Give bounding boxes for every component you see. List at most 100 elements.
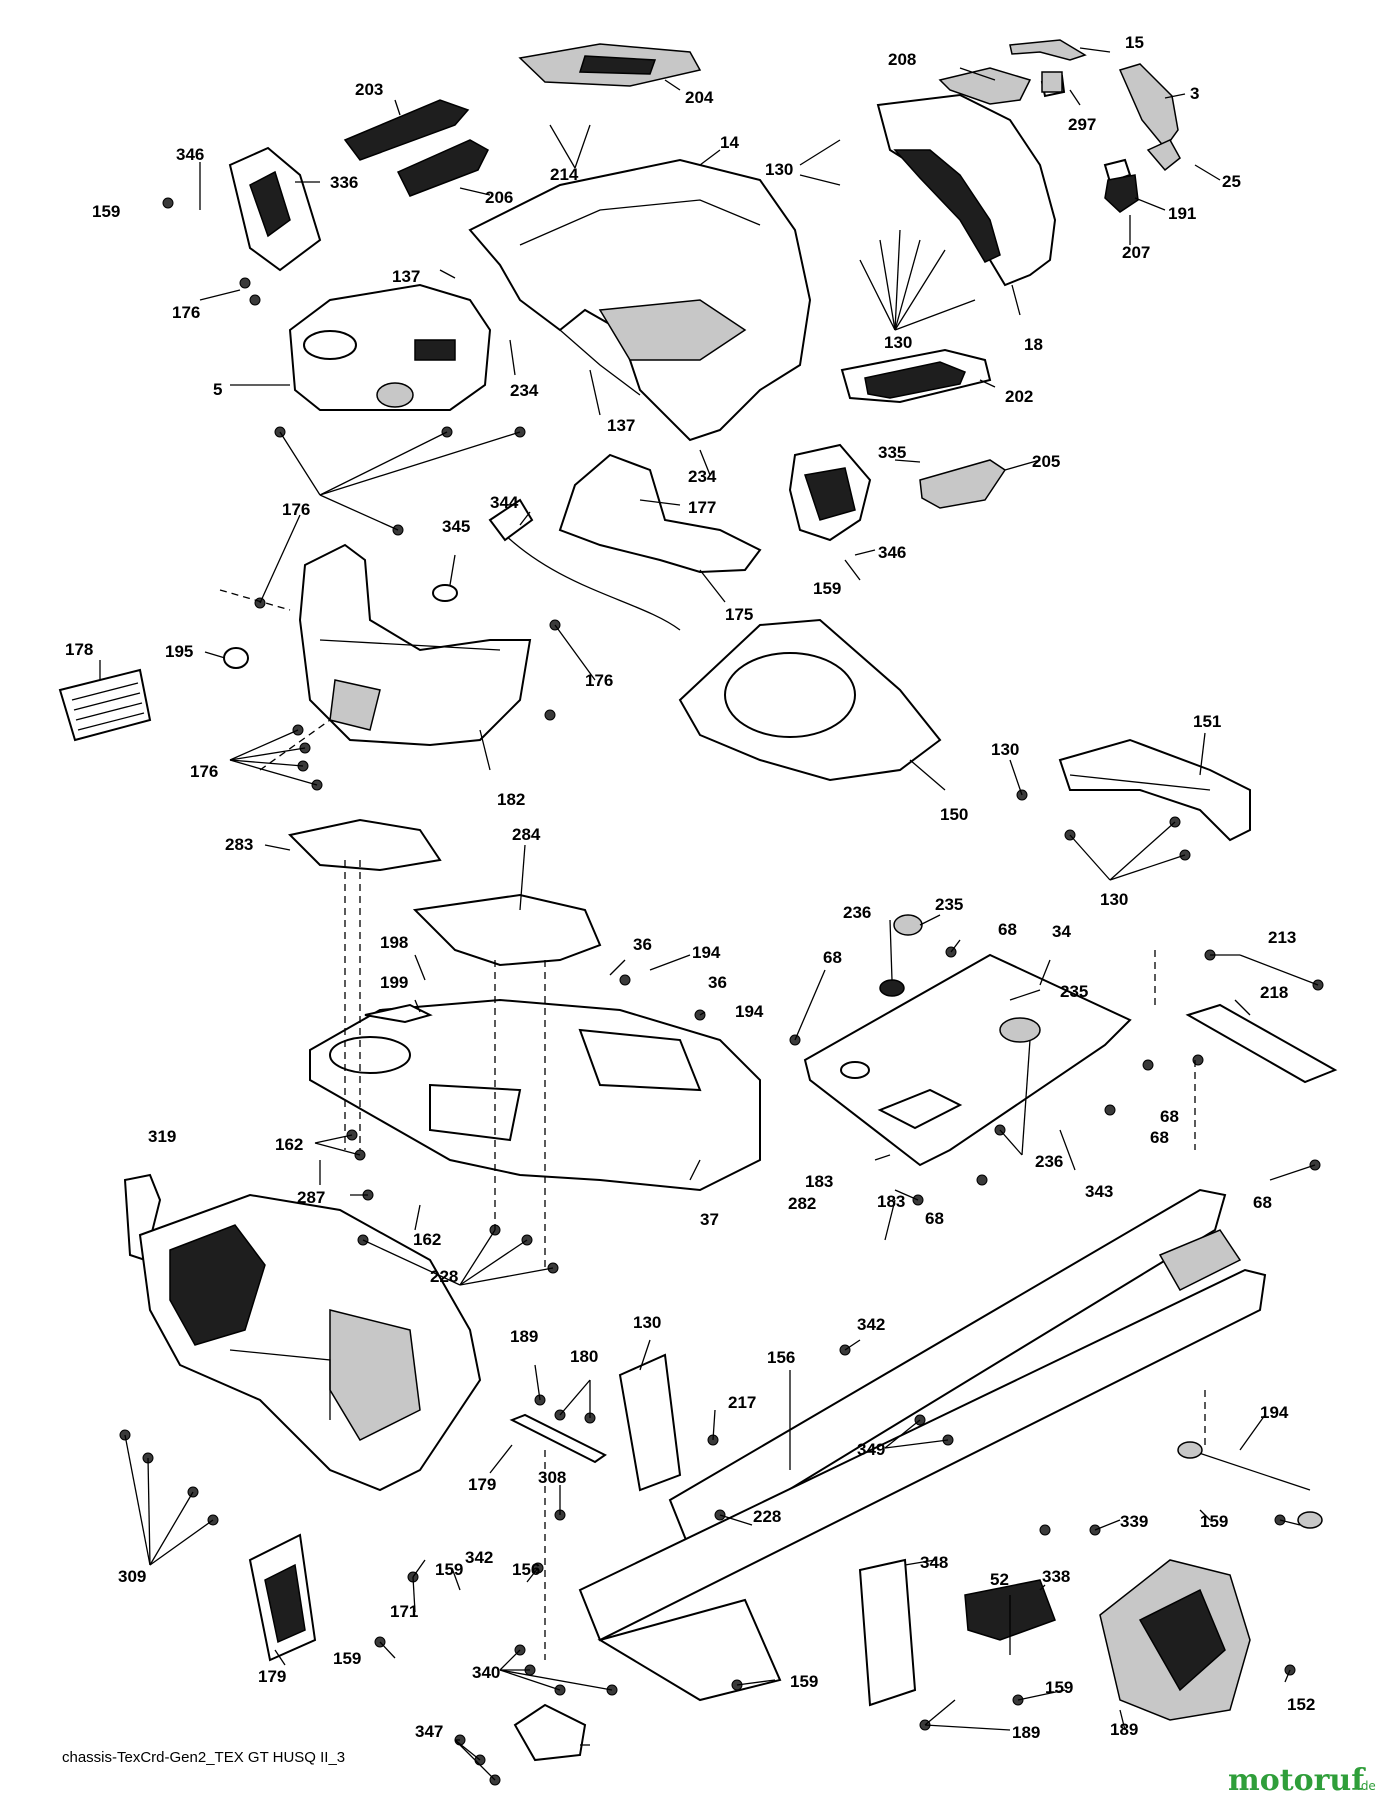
part-bracket-342-lower <box>858 1558 917 1707</box>
callout-label: 137 <box>392 267 420 286</box>
callout-label: 68 <box>1253 1193 1272 1212</box>
part-dash-bracket <box>488 453 762 631</box>
callout-label: 159 <box>790 1672 818 1691</box>
callout-label: 130 <box>765 160 793 179</box>
callout-label: 176 <box>190 762 218 781</box>
callout-label: 191 <box>1168 204 1196 223</box>
part-fender-deck <box>309 998 761 1192</box>
callout-label: 234 <box>688 467 717 486</box>
callout-label: 159 <box>333 1649 361 1668</box>
part-steering-plate <box>803 953 1132 1167</box>
callout-label: 150 <box>940 805 968 824</box>
callout-label: 198 <box>380 933 408 952</box>
callout-label: 195 <box>165 642 193 661</box>
part-bar-349 <box>509 1413 607 1464</box>
diagram-code-caption: chassis-TexCrd-Gen2_TEX GT HUSQ II_3 <box>62 1749 345 1766</box>
callout-label: 183 <box>805 1172 833 1191</box>
callout-label: 344 <box>490 493 519 512</box>
callout-label: 214 <box>550 165 579 184</box>
part-side-panel-left <box>228 146 322 272</box>
callout-label: 14 <box>720 133 739 152</box>
callout-label: 339 <box>1120 1512 1148 1531</box>
part-front-grille-frame <box>138 1193 482 1492</box>
callout-label: 183 <box>877 1192 905 1211</box>
callout-label: 37 <box>700 1210 719 1229</box>
callout-label: 130 <box>991 740 1019 759</box>
callout-label: 162 <box>275 1135 303 1154</box>
callout-label: 336 <box>330 173 358 192</box>
callout-label: 342 <box>465 1548 493 1567</box>
callout-label: 68 <box>1150 1128 1169 1147</box>
callout-label: 207 <box>1122 243 1150 262</box>
callout-label: 182 <box>497 790 525 809</box>
callout-label: 36 <box>633 935 652 954</box>
part-lower-grille <box>840 348 992 404</box>
callout-label: 194 <box>1260 1403 1289 1422</box>
callout-label: 234 <box>510 381 539 400</box>
part-steering-console <box>288 283 492 411</box>
callout-label: 284 <box>512 825 541 844</box>
callout-label: 218 <box>1260 983 1288 1002</box>
callout-label: 175 <box>725 605 753 624</box>
callout-label: 282 <box>788 1194 816 1213</box>
callout-label: 343 <box>1085 1182 1113 1201</box>
callout-label: 3 <box>1190 84 1199 103</box>
callout-label: 208 <box>888 50 916 69</box>
callout-label: 345 <box>442 517 470 536</box>
part-vent-plate <box>58 668 152 742</box>
callout-label: 159 <box>435 1560 463 1579</box>
callout-label: 347 <box>415 1722 443 1741</box>
callout-label: 205 <box>1032 452 1060 471</box>
callout-label: 130 <box>633 1313 661 1332</box>
callout-label: 189 <box>1012 1723 1040 1742</box>
part-spacer <box>879 914 923 997</box>
callout-label: 348 <box>920 1553 948 1572</box>
callout-label: 287 <box>297 1188 325 1207</box>
part-battery-bracket <box>1058 738 1251 842</box>
callout-label: 68 <box>998 920 1017 939</box>
callout-label: 319 <box>148 1127 176 1146</box>
part-front-bezel <box>876 93 1057 287</box>
callout-label: 283 <box>225 835 253 854</box>
part-side-panel-right <box>788 443 872 542</box>
callout-label: 137 <box>607 416 635 435</box>
callout-label: 15 <box>1125 33 1144 52</box>
callout-label: 194 <box>735 1002 764 1021</box>
callout-label: 309 <box>118 1567 146 1586</box>
callout-label: 68 <box>925 1209 944 1228</box>
callout-label: 297 <box>1068 115 1096 134</box>
motoruf-wordmark: motoruf <box>1228 1763 1366 1798</box>
callout-label: 68 <box>1160 1107 1179 1126</box>
callout-label: 176 <box>282 500 310 519</box>
callout-label: 179 <box>258 1667 286 1686</box>
callout-label: 156 <box>767 1348 795 1367</box>
callout-label: 130 <box>884 333 912 352</box>
callout-label: 189 <box>510 1327 538 1346</box>
callout-label: 177 <box>688 498 716 517</box>
part-lower-dash-panel <box>298 543 532 747</box>
callout-label: 68 <box>823 948 842 967</box>
callout-label: 202 <box>1005 387 1033 406</box>
callout-label: 204 <box>685 88 714 107</box>
motoruf-logo: motoruf .de <box>1228 1763 1376 1798</box>
callout-label: 159 <box>1045 1678 1073 1697</box>
callout-label: 176 <box>172 303 200 322</box>
part-dash-housing <box>468 158 812 442</box>
callout-label: 52 <box>990 1570 1009 1589</box>
callout-label: 156 <box>512 1560 540 1579</box>
leader-lines <box>99 47 1319 1781</box>
callout-label: 179 <box>468 1475 496 1494</box>
callout-label: 18 <box>1024 335 1043 354</box>
callout-label: 194 <box>692 943 721 962</box>
part-floor-pan <box>678 618 942 782</box>
callout-label: 342 <box>857 1315 885 1334</box>
part-link-217 <box>1177 1441 1323 1529</box>
part-small-brackets-right <box>1041 71 1181 213</box>
callout-label: 152 <box>1287 1695 1315 1714</box>
callout-label: 130 <box>1100 890 1128 909</box>
part-seat-plate-152 <box>1099 1559 1251 1721</box>
callout-label: 189 <box>1110 1720 1138 1739</box>
callout-label: 228 <box>430 1267 458 1286</box>
motoruf-tld: .de <box>1357 1779 1376 1793</box>
part-fender-cover-right <box>412 893 602 967</box>
